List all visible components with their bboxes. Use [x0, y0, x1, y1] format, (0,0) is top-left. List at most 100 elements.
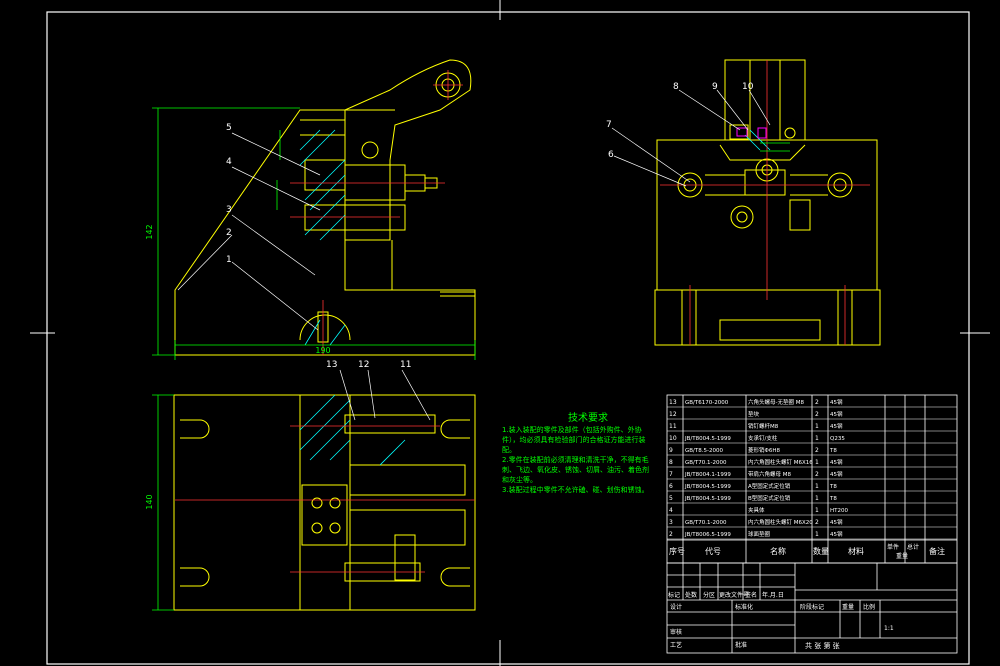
side-pins: [736, 127, 767, 139]
callout-side-1: 9: [712, 82, 718, 92]
label-standardize: 标准化: [735, 603, 753, 611]
bom-cell-no: 2: [669, 531, 673, 538]
rev-label-5: 年.月.日: [762, 591, 784, 599]
bom-cell-no: 12: [669, 411, 677, 418]
front-hatch: [299, 129, 346, 346]
plan-dimensions: [152, 394, 174, 611]
scale-value: 1:1: [884, 625, 894, 632]
bom-cell-no: 10: [669, 435, 677, 442]
label-weight: 重量: [842, 603, 854, 611]
callout-side-2: 10: [742, 82, 754, 92]
label-review: 审核: [670, 628, 682, 636]
callout-side-4: 6: [608, 150, 614, 160]
bom-cell-no: 3: [669, 519, 673, 526]
bom-cell-name: 菱形销Φ6H8: [748, 446, 780, 454]
callout-front-0: 5: [226, 123, 232, 133]
bom-cell-qty: 2: [815, 519, 819, 526]
callout-plan-0: 13: [326, 360, 337, 370]
front-view: [174, 59, 476, 356]
bom-cell-qty: 1: [815, 459, 819, 466]
bom-cell-code: GB/T70.1-2000: [685, 520, 727, 526]
front-dimensions: [152, 107, 476, 360]
tech-requirement-item: 2.零件在装配前必须清理和清洗干净，不得有毛刺、飞边、氧化皮、锈蚀、切屑、油污、…: [502, 456, 649, 484]
label-design: 设计: [670, 603, 682, 611]
bom-cell-no: 4: [669, 507, 673, 514]
bom-cell-code: GB/T8.5-2000: [685, 448, 723, 454]
bom-cell-no: 5: [669, 495, 673, 502]
bom-cell-name: 夹具体: [748, 506, 765, 514]
bom-cell-material: T8: [829, 496, 837, 502]
plan-hatch: [299, 394, 406, 466]
bom-cell-name: 球面垫圈: [748, 530, 771, 538]
label-approve: 批准: [735, 641, 747, 649]
bom-cell-material: 45钢: [830, 398, 843, 406]
bom-cell-material: 45钢: [830, 422, 843, 430]
bom-cell-material: T8: [829, 448, 837, 454]
plan-centerlines: [175, 425, 475, 573]
bom-header: 序号 代号 名称 数量 材料 单件 总计 重量 备注: [669, 543, 945, 560]
tech-requirement-item: 3.装配过程中零件不允许磕、碰、划伤和锈蚀。: [502, 486, 649, 494]
title-block-text: 标记 处数 分区 更改文件号 签名 年.月.日 设计 标准化 阶段标记 重量 比…: [668, 591, 894, 650]
bom-cell-material: 45钢: [830, 530, 843, 538]
bom-header-total: 总计: [907, 543, 919, 551]
front-leaders: [177, 132, 321, 331]
bom-cell-qty: 1: [815, 495, 819, 502]
bom-cell-code: JB/T8004.5-1999: [684, 436, 731, 442]
label-process: 工艺: [670, 641, 682, 649]
bom-cell-material: 45钢: [830, 410, 843, 418]
label-scale: 比例: [863, 603, 875, 611]
dim-width-front: 190: [315, 346, 330, 355]
center-marks: [30, 0, 990, 666]
bom-cell-qty: 2: [815, 471, 819, 478]
bom-cell-material: HT200: [830, 508, 848, 514]
bom-cell-name: A型固定式定位销: [748, 482, 791, 490]
bom-cell-material: 45钢: [830, 518, 843, 526]
label-stage: 阶段标记: [800, 603, 824, 611]
dim-height-plan: 140: [145, 494, 154, 509]
callout-front-2: 3: [226, 205, 232, 215]
bom-cell-name: 带肩六角螺母 M8: [748, 470, 791, 478]
side-view: [654, 59, 881, 346]
bom-cell-material: 45钢: [830, 470, 843, 478]
bom-cell-qty: 2: [815, 399, 819, 406]
rev-label-0: 标记: [668, 591, 680, 599]
bom-header-name: 名称: [770, 546, 786, 556]
callout-front-1: 4: [226, 157, 232, 167]
callout-side-3: 7: [606, 120, 612, 130]
rev-label-3: 更改文件号: [719, 591, 749, 599]
bom-cell-material: Q235: [830, 436, 845, 442]
bom-cell-code: JB/T8004.1-1999: [684, 472, 731, 478]
title-block-grid: [666, 562, 958, 654]
bom-cell-no: 9: [669, 447, 673, 454]
callout-plan-1: 12: [358, 360, 369, 370]
bom-header-note: 备注: [929, 546, 945, 556]
label-sheet: 共 张 第 张: [805, 641, 840, 650]
bom-cell-code: JB/T8004.5-1999: [684, 484, 731, 490]
tech-requirement-item: 1.装入装配的零件及部件（包括外购件、外协件），均必须具有检验部门的合格证方能进…: [502, 426, 646, 454]
bom-cell-qty: 1: [815, 507, 819, 514]
bom-cell-no: 13: [669, 399, 677, 406]
bom-header-qty: 数量: [813, 546, 829, 556]
bom-cell-no: 11: [669, 423, 677, 430]
bom-header-no: 序号: [669, 546, 685, 556]
bom-cell-material: 45钢: [830, 458, 843, 466]
bom-cell-name: 内六角圆柱头螺钉 M6X16: [748, 458, 813, 466]
rev-label-2: 分区: [703, 591, 715, 599]
bom-cell-material: T8: [829, 484, 837, 490]
bom-cell-name: 销钉螺杆M8: [748, 422, 779, 430]
bom-cell-name: 内六角圆柱头螺钉 M6X20: [748, 518, 813, 526]
bom-cell-code: JB/T8006.5-1999: [684, 532, 731, 538]
bom-cell-no: 7: [669, 471, 673, 478]
bom-cell-no: 8: [669, 459, 673, 466]
bom-cell-qty: 1: [815, 531, 819, 538]
bom-cell-qty: 1: [815, 435, 819, 442]
rev-label-1: 处数: [685, 591, 697, 599]
rev-label-4: 签名: [745, 591, 757, 599]
front-centerlines: [290, 70, 463, 355]
callout-plan-2: 11: [400, 360, 411, 370]
plan-leaders: [339, 369, 431, 421]
bom-header-material: 材料: [848, 546, 864, 556]
callout-front-4: 1: [226, 255, 232, 265]
